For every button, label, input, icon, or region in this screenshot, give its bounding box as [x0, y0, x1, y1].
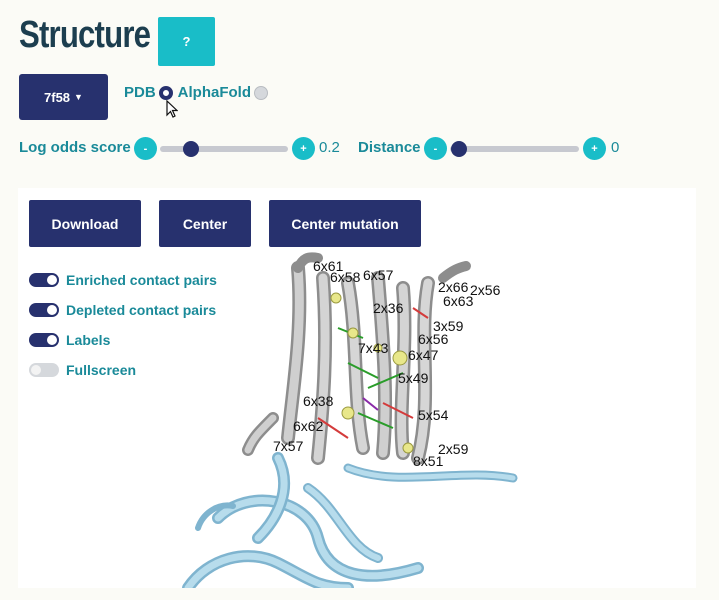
distance-value: 0 [611, 139, 620, 156]
download-button[interactable]: Download [29, 200, 141, 247]
center-mutation-button[interactable]: Center mutation [269, 200, 421, 247]
log-odds-plus-button[interactable]: + [292, 137, 315, 160]
residue-label: 7x57 [273, 438, 304, 454]
structure-panel: 6x61 6x58 6x57 2x66 2x56 6x63 3x59 2x36 … [18, 188, 696, 588]
residue-label: 6x47 [408, 347, 439, 363]
residue-label: 7x43 [358, 340, 389, 356]
log-odds-minus-button[interactable]: - [134, 137, 157, 160]
residue-label: 6x38 [303, 393, 334, 409]
labels-toggle-row[interactable]: Labels [29, 332, 110, 348]
enriched-contact-pairs-label: Enriched contact pairs [66, 272, 217, 288]
residue-label: 2x59 [438, 441, 469, 457]
alphafold-radio[interactable] [254, 85, 268, 100]
distance-label: Distance [358, 139, 421, 156]
distance-thumb[interactable] [451, 141, 467, 157]
mouse-cursor-icon [166, 100, 178, 118]
log-odds-label: Log odds score [19, 139, 131, 156]
pdb-radio-label: PDB [124, 84, 156, 101]
residue-label: 8x51 [413, 453, 444, 469]
residue-label: 5x54 [418, 407, 449, 423]
distance-plus-button[interactable]: + [583, 137, 606, 160]
residue-label: 6x62 [293, 418, 324, 434]
enriched-contact-pairs-switch[interactable] [29, 273, 59, 287]
help-button[interactable]: ? [158, 17, 215, 66]
enriched-contact-pairs-toggle-row[interactable]: Enriched contact pairs [29, 272, 217, 288]
alphafold-radio-label: AlphaFold [177, 84, 251, 101]
fullscreen-label: Fullscreen [66, 362, 137, 378]
pdb-select-value: 7f58 [44, 89, 71, 105]
residue-label: 3x59 [433, 318, 464, 334]
page-title: Structure [19, 14, 151, 56]
structure-viewer[interactable]: 6x61 6x58 6x57 2x66 2x56 6x63 3x59 2x36 … [18, 188, 696, 588]
residue-label: 6x63 [443, 293, 474, 309]
residue-label: 2x36 [373, 300, 404, 316]
residue-label: 6x57 [363, 267, 394, 283]
residue-label: 6x61 [313, 258, 344, 274]
log-odds-track[interactable] [160, 146, 288, 152]
residue-label: 2x56 [470, 282, 501, 298]
chevron-down-icon: ▼ [74, 92, 83, 102]
distance-track[interactable] [450, 146, 579, 152]
depleted-contact-pairs-label: Depleted contact pairs [66, 302, 217, 318]
residue-label: 2x66 [438, 279, 469, 295]
fullscreen-toggle-row[interactable]: Fullscreen [29, 362, 136, 378]
distance-minus-button[interactable]: - [424, 137, 447, 160]
log-odds-thumb[interactable] [183, 141, 199, 157]
residue-label: 5x49 [398, 370, 429, 386]
source-radio-group: PDB AlphaFold [124, 84, 273, 101]
center-button[interactable]: Center [159, 200, 251, 247]
log-odds-value: 0.2 [319, 139, 340, 156]
labels-switch[interactable] [29, 333, 59, 347]
depleted-contact-pairs-switch[interactable] [29, 303, 59, 317]
pdb-radio[interactable] [158, 85, 173, 100]
labels-label: Labels [66, 332, 111, 348]
pdb-select-dropdown[interactable]: 7f58 ▼ [19, 74, 108, 120]
residue-label: 6x58 [330, 269, 361, 285]
depleted-contact-pairs-toggle-row[interactable]: Depleted contact pairs [29, 302, 216, 318]
residue-label: 6x56 [418, 331, 449, 347]
fullscreen-switch[interactable] [29, 363, 59, 377]
